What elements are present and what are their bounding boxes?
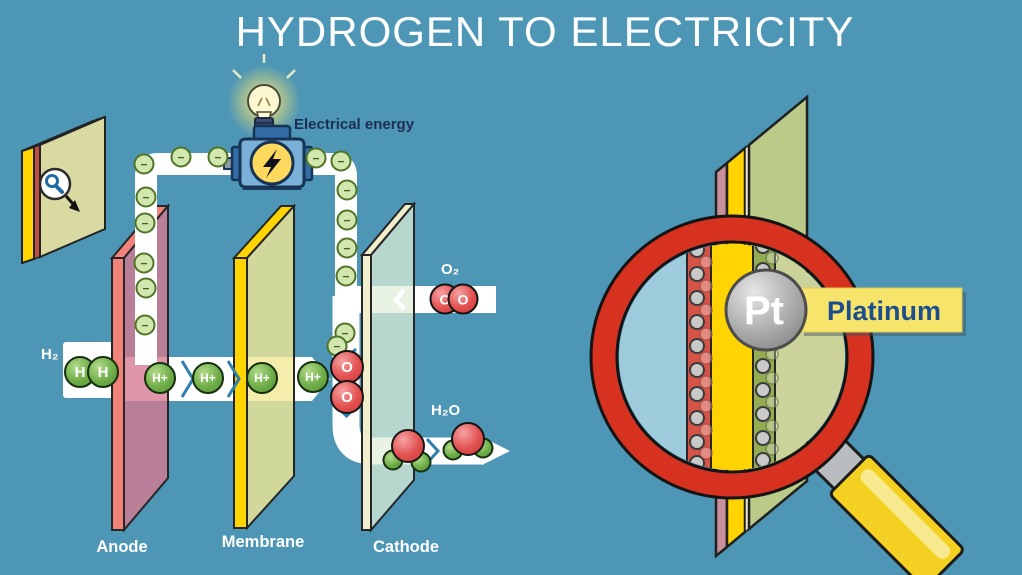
- electron: −: [135, 186, 157, 208]
- page-title: HYDROGEN TO ELECTRICITY: [235, 8, 855, 55]
- cathode-panel: [359, 201, 417, 533]
- magnifier-ring: [589, 214, 875, 500]
- lightning-icon: [263, 149, 281, 178]
- h2o-label: H₂O: [431, 402, 461, 419]
- proton-ion: H+: [192, 362, 224, 394]
- electron: −: [335, 265, 357, 287]
- oxygen-atom: O: [447, 283, 479, 315]
- water-molecule-oxygen: [391, 429, 425, 463]
- anode-label: Anode: [96, 538, 148, 556]
- arrow-icon: [64, 195, 80, 212]
- mea-thumbnail-panel: [21, 115, 106, 265]
- electron: −: [336, 209, 358, 231]
- oxygen-atom: O: [330, 350, 364, 384]
- electron: −: [133, 153, 155, 175]
- electron: −: [330, 150, 352, 172]
- lightbulb-icon: [227, 54, 301, 139]
- proton-ion: H+: [144, 362, 176, 394]
- proton-ion: H+: [246, 362, 278, 394]
- electron: −: [135, 277, 157, 299]
- motor-icon: [223, 124, 314, 190]
- hydrogen-atom: H: [87, 356, 119, 388]
- platinum-label: Platinum: [827, 296, 941, 326]
- cathode-label: Cathode: [373, 538, 439, 556]
- oxygen-atom: O: [330, 380, 364, 414]
- electron: −: [134, 314, 156, 336]
- pt-symbol: Pt: [744, 289, 784, 333]
- h2-label: H₂: [41, 346, 59, 363]
- membrane-label: Membrane: [221, 533, 305, 551]
- electron: −: [170, 146, 192, 168]
- proton-ion: H+: [297, 361, 329, 393]
- water-molecule-oxygen: [451, 422, 485, 456]
- pt-sphere: [724, 268, 808, 352]
- electron: −: [133, 252, 155, 274]
- o2-label: O₂: [441, 261, 460, 278]
- electron: −: [336, 237, 358, 259]
- electrical-energy-label: Electrical energy: [294, 116, 415, 133]
- platinum-callout: Pt Platinum: [724, 268, 966, 352]
- electron: −: [134, 212, 156, 234]
- electron: −: [207, 146, 229, 168]
- catalyst-dots-anode: [689, 244, 713, 470]
- magnifier-icon: [38, 167, 72, 201]
- electron: −: [305, 147, 327, 169]
- electron: −: [336, 179, 358, 201]
